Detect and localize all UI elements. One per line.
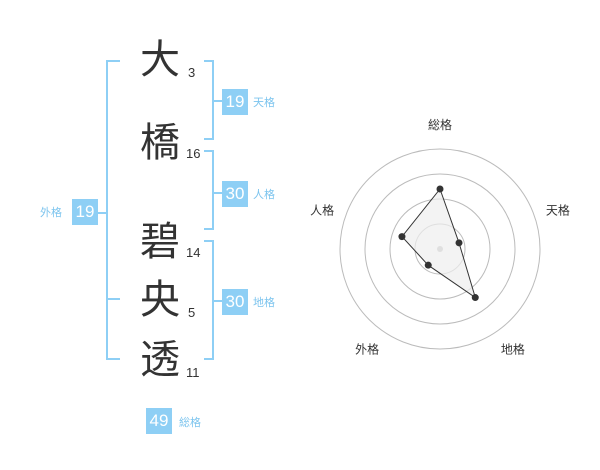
radar-point-5 bbox=[398, 233, 406, 241]
radar-point-3 bbox=[471, 294, 479, 302]
stroke-count-5: 11 bbox=[186, 365, 200, 380]
chikaku-bracket-line bbox=[212, 240, 214, 360]
radar-rings bbox=[339, 148, 541, 350]
stroke-count-4: 5 bbox=[188, 305, 196, 320]
radar-point-2 bbox=[455, 239, 463, 247]
radar-points bbox=[398, 185, 479, 302]
gaikaku-bracket-line bbox=[106, 60, 108, 360]
name-char-2: 橋 bbox=[140, 120, 180, 166]
chikaku-bracket-bottom bbox=[204, 358, 214, 360]
tenkaku-label: 天格 bbox=[253, 96, 275, 109]
chikaku-bracket-top bbox=[204, 240, 214, 242]
tenkaku-bracket-line bbox=[212, 60, 214, 140]
tenkaku-connector bbox=[214, 100, 222, 102]
gaikaku-bracket-bottom bbox=[106, 358, 120, 360]
tenkaku-badge: 19 bbox=[222, 89, 248, 115]
radar-axis-label-2: 天格 bbox=[546, 203, 570, 218]
stroke-count-1: 3 bbox=[188, 65, 196, 80]
gaikaku-label: 外格 bbox=[40, 206, 62, 219]
gaikaku-badge: 19 bbox=[72, 199, 98, 225]
gaikaku-bracket-top bbox=[106, 60, 120, 62]
name-char-5: 透 bbox=[140, 337, 180, 383]
soukaku-label: 総格 bbox=[179, 416, 201, 429]
name-char-4: 央 bbox=[140, 277, 180, 323]
radar-polygon bbox=[401, 187, 477, 299]
jinkaku-bracket-bottom bbox=[204, 228, 214, 230]
chikaku-label: 地格 bbox=[253, 296, 275, 309]
jinkaku-label: 人格 bbox=[253, 188, 275, 201]
chikaku-connector bbox=[214, 300, 222, 302]
jinkaku-bracket-line bbox=[212, 150, 214, 230]
chikaku-badge: 30 bbox=[222, 289, 248, 315]
stroke-count-2: 16 bbox=[186, 146, 201, 161]
jinkaku-connector bbox=[214, 192, 222, 194]
gaikaku-bracket-tick bbox=[106, 298, 120, 300]
radar-point-4 bbox=[424, 261, 432, 269]
radar-ring bbox=[364, 173, 516, 325]
radar-axis-label-4: 外格 bbox=[355, 341, 379, 356]
radar-axis-label-1: 総格 bbox=[428, 117, 452, 132]
radar-axis-label-5: 人格 bbox=[310, 203, 334, 218]
jinkaku-bracket-top bbox=[204, 150, 214, 152]
radar-ring bbox=[339, 148, 541, 350]
name-char-3: 碧 bbox=[140, 219, 180, 265]
soukaku-badge: 49 bbox=[146, 408, 172, 434]
gaikaku-connector bbox=[98, 212, 106, 214]
tenkaku-bracket-top bbox=[204, 60, 214, 62]
stroke-count-3: 14 bbox=[186, 245, 201, 260]
name-char-1: 大 bbox=[140, 37, 180, 83]
tenkaku-bracket-bottom bbox=[204, 138, 214, 140]
radar-axis-label-3: 地格 bbox=[501, 341, 525, 356]
jinkaku-badge: 30 bbox=[222, 181, 248, 207]
radar-point-1 bbox=[436, 185, 444, 193]
